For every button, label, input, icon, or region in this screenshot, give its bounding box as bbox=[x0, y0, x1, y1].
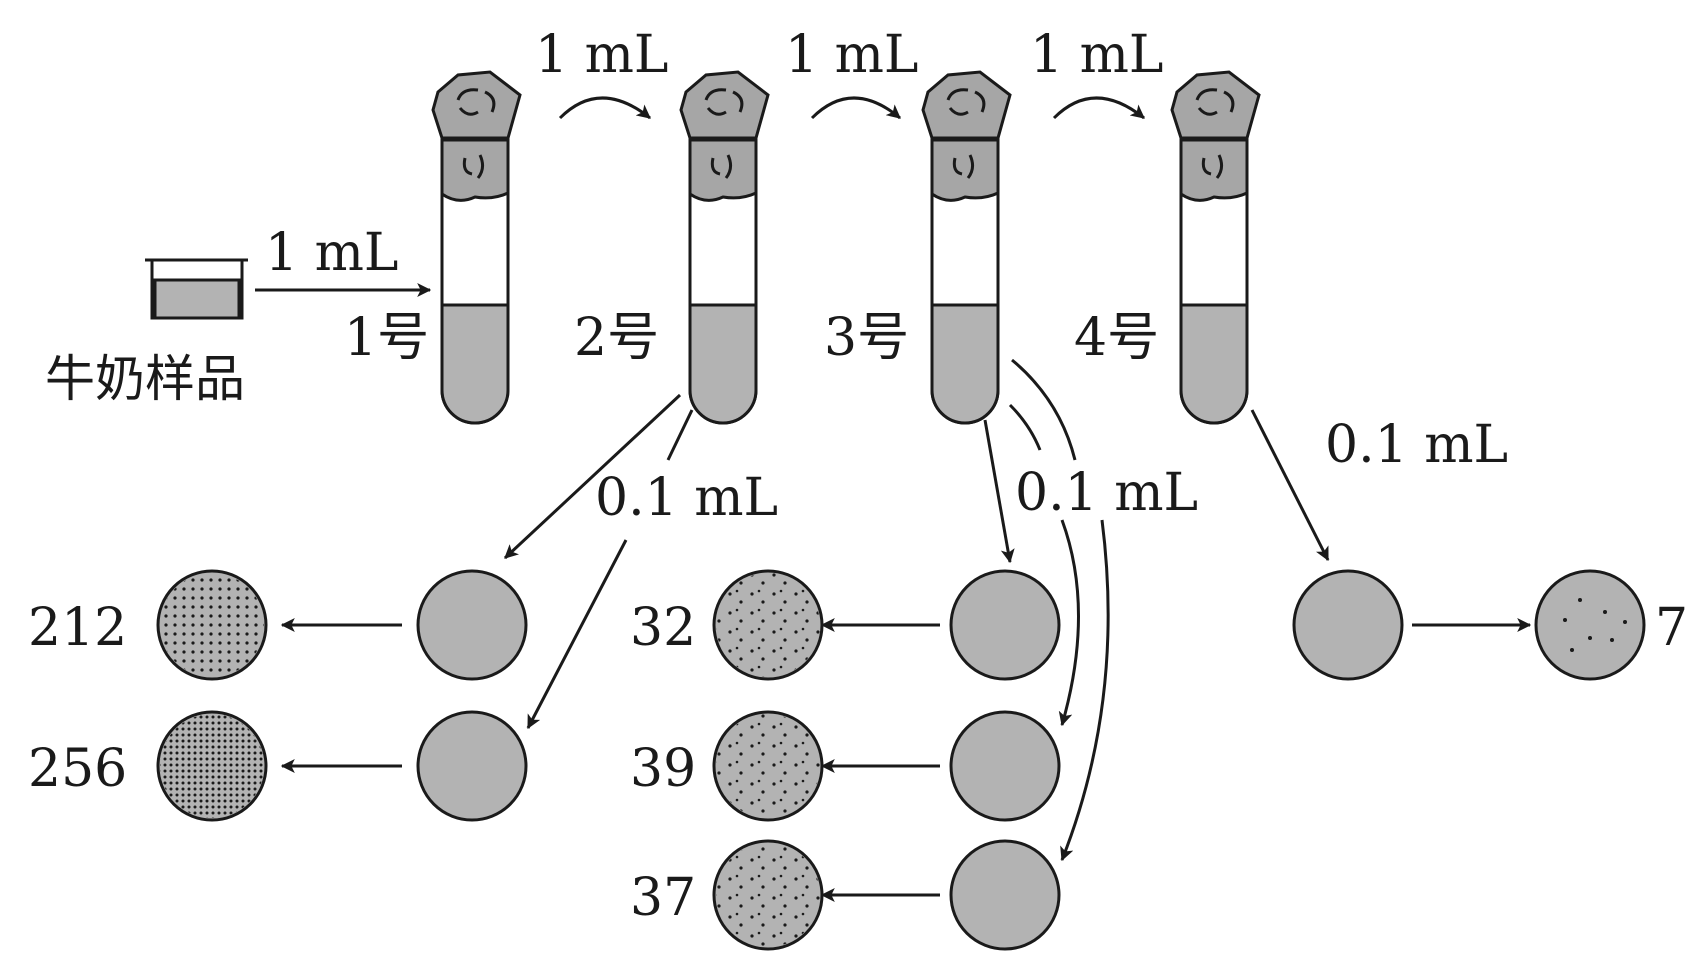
count-tube4-1: 7 bbox=[1655, 598, 1688, 658]
plating-arrow-tube2-plate1 bbox=[503, 393, 682, 560]
plate-tube3-2 bbox=[949, 710, 1061, 822]
colony-dots bbox=[160, 714, 264, 818]
tube-1-label: 1号 bbox=[344, 308, 429, 368]
plating-arrow-tube4-plate1 bbox=[1250, 409, 1330, 562]
plating-label-tube4: 0.1 mL bbox=[1325, 415, 1508, 475]
plating-arrow-tube2-plate2-lower bbox=[526, 539, 628, 730]
tube-1 bbox=[431, 70, 522, 425]
plating-arrow-tube3-plate2 bbox=[1008, 403, 1080, 725]
tube-4-label: 4号 bbox=[1074, 308, 1159, 368]
plate-tube2-1 bbox=[416, 569, 528, 681]
plating-arrow-tube3-plate1 bbox=[983, 419, 1015, 564]
tube-3 bbox=[921, 70, 1012, 425]
plate-tube2-2 bbox=[416, 710, 528, 822]
tube-2-label: 2号 bbox=[574, 308, 659, 368]
plate-tube4-1 bbox=[1292, 569, 1404, 681]
count-tube2-2: 256 bbox=[28, 739, 127, 799]
tube-2 bbox=[679, 70, 770, 425]
transfer-arrow-tube1-tube2 bbox=[558, 96, 651, 120]
plating-arrow-tube2-plate2-upper bbox=[666, 409, 694, 461]
colony-dots bbox=[716, 714, 820, 818]
count-tube3-3: 37 bbox=[630, 868, 696, 928]
transfer-arrow-tube3-tube4 bbox=[1052, 96, 1145, 120]
milk-sample-beaker bbox=[145, 258, 248, 320]
colony-dots bbox=[716, 573, 820, 677]
colony-dots bbox=[160, 573, 264, 677]
tube-4 bbox=[1170, 70, 1261, 425]
transfer-label-sample-tube1: 1 mL bbox=[265, 223, 398, 283]
sample-label: 牛奶样品 bbox=[45, 350, 245, 408]
transfer-label-tube1-tube2: 1 mL bbox=[535, 25, 668, 85]
transfer-arrow-tube2-tube3 bbox=[810, 96, 901, 120]
plate-tube3-1 bbox=[949, 569, 1061, 681]
plating-arrow-tube3-plate3 bbox=[1011, 358, 1110, 860]
plating-label-tube3: 0.1 mL bbox=[1015, 463, 1198, 523]
tube-3-label: 3号 bbox=[824, 308, 909, 368]
plate-tube3-3 bbox=[949, 839, 1061, 951]
count-tube2-1: 212 bbox=[28, 598, 127, 658]
count-tube3-2: 39 bbox=[630, 739, 696, 799]
colony-dots bbox=[716, 843, 820, 947]
colony-dots bbox=[1563, 598, 1627, 652]
plating-label-tube2: 0.1 mL bbox=[595, 468, 778, 528]
colony-plate-tube4-1 bbox=[1534, 569, 1646, 681]
count-tube3-1: 32 bbox=[630, 598, 696, 658]
transfer-label-tube2-tube3: 1 mL bbox=[785, 25, 918, 85]
transfer-label-tube3-tube4: 1 mL bbox=[1030, 25, 1163, 85]
